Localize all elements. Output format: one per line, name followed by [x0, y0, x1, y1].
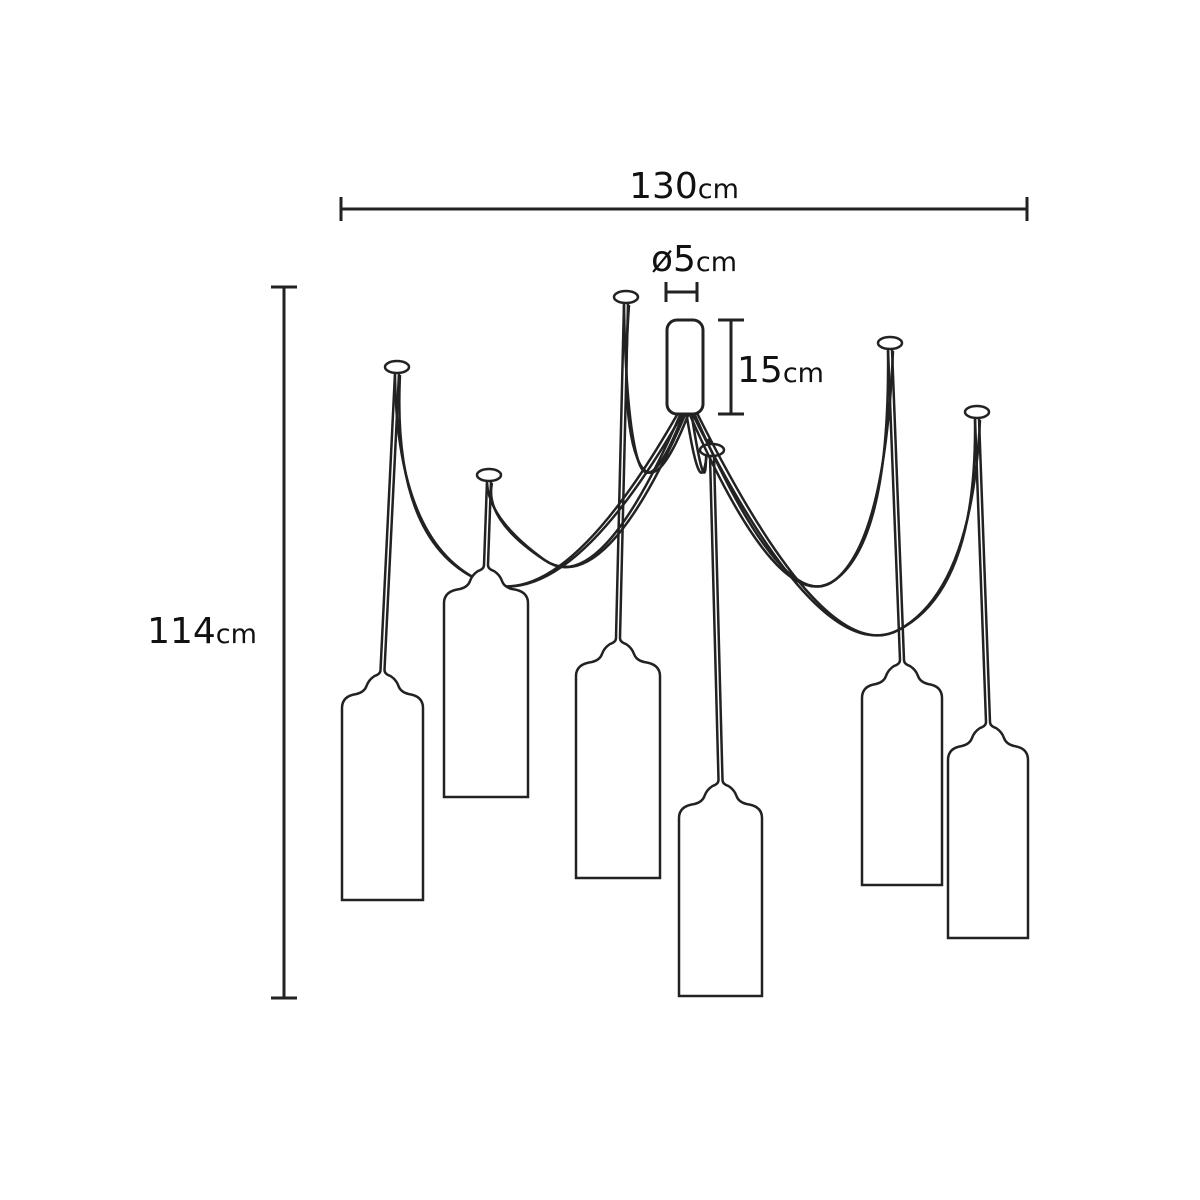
swag-cable — [691, 413, 977, 637]
drop-cord — [379, 372, 401, 671]
drop-cord — [482, 480, 493, 566]
width-dimension-line — [339, 197, 1029, 221]
ceiling-hook — [963, 404, 991, 420]
swag-cable — [696, 413, 982, 637]
drop-cord — [973, 417, 992, 723]
pendant-shade-3 — [574, 637, 662, 880]
pendant-shade-5 — [860, 659, 944, 887]
swag-cable — [693, 350, 895, 588]
height-dimension-line — [271, 285, 297, 1000]
canopy-diameter-label: ø5cm — [651, 239, 737, 280]
canopy-diameter-line — [664, 282, 699, 302]
ceiling-hook — [876, 335, 904, 351]
drop-cord — [708, 455, 724, 781]
swag-cable — [489, 413, 687, 569]
ceiling-hook — [383, 359, 411, 375]
pendant-shade-6 — [946, 721, 1030, 940]
pendant-shade-1 — [340, 669, 425, 902]
canopy-height-line — [718, 318, 744, 416]
height-label: 114cm — [147, 611, 257, 652]
canopy-height-label: 15cm — [737, 350, 824, 391]
drop-cord — [886, 348, 906, 661]
pendant-shade-2 — [442, 564, 530, 799]
pendant-shade-4 — [677, 779, 764, 998]
swag-cable — [398, 374, 684, 588]
ceiling-hook — [475, 467, 503, 483]
ceiling-canopy — [665, 318, 705, 416]
width-label: 130cm — [629, 166, 739, 207]
ceiling-hook — [612, 289, 640, 305]
drop-cord — [614, 302, 630, 639]
